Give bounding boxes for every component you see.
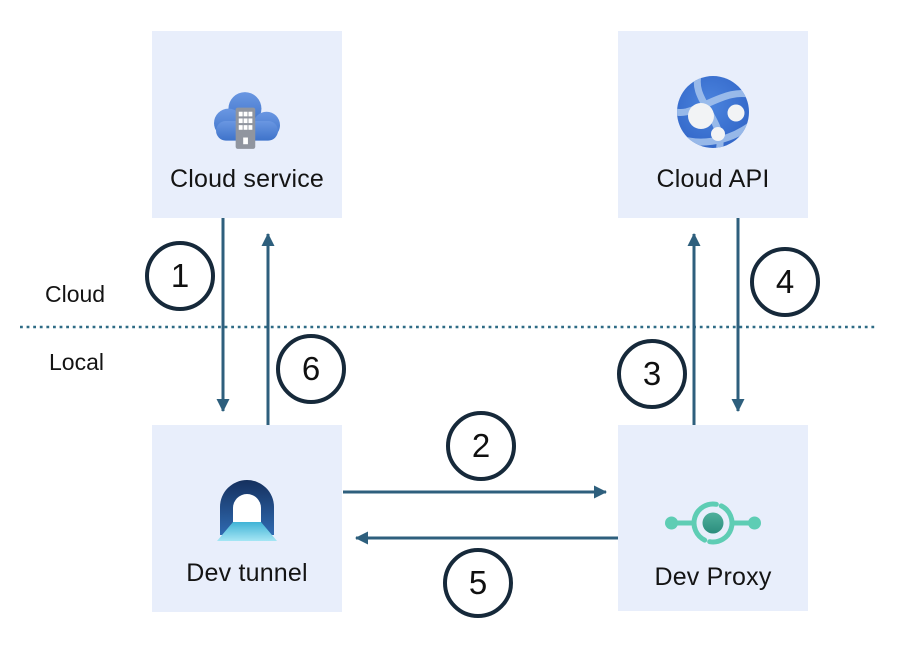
node-label-cloud-service: Cloud service (169, 165, 325, 193)
step-circle-2: 2 (446, 411, 516, 481)
step-number-2: 2 (471, 427, 491, 464)
step-circle-5: 5 (443, 548, 513, 618)
dev-proxy-icon (665, 461, 761, 547)
node-cloud-service: Cloud service (152, 31, 342, 218)
step-circle-6: 6 (276, 334, 346, 404)
zone-label-local: Local (49, 349, 104, 375)
step-circle-4: 4 (750, 247, 820, 317)
node-label-dev-tunnel: Dev tunnel (186, 559, 308, 587)
node-label-cloud-api: Cloud API (656, 165, 770, 193)
dev-tunnel-icon (216, 451, 278, 543)
step-number-5: 5 (468, 564, 488, 601)
step-number-4: 4 (775, 263, 795, 300)
node-label-dev-proxy: Dev Proxy (654, 563, 772, 591)
step-circle-3: 3 (617, 339, 687, 409)
step-number-6: 6 (301, 350, 321, 387)
step-number-3: 3 (642, 355, 662, 392)
node-cloud-api: Cloud API (618, 31, 808, 218)
zone-label-cloud: Cloud (45, 281, 106, 307)
cloud-api-icon (676, 53, 750, 149)
step-circle-1: 1 (145, 241, 215, 311)
node-dev-proxy: Dev Proxy (618, 425, 808, 611)
step-number-1: 1 (170, 257, 190, 294)
node-dev-tunnel: Dev tunnel (152, 425, 342, 612)
cloud-service-icon (214, 53, 280, 149)
